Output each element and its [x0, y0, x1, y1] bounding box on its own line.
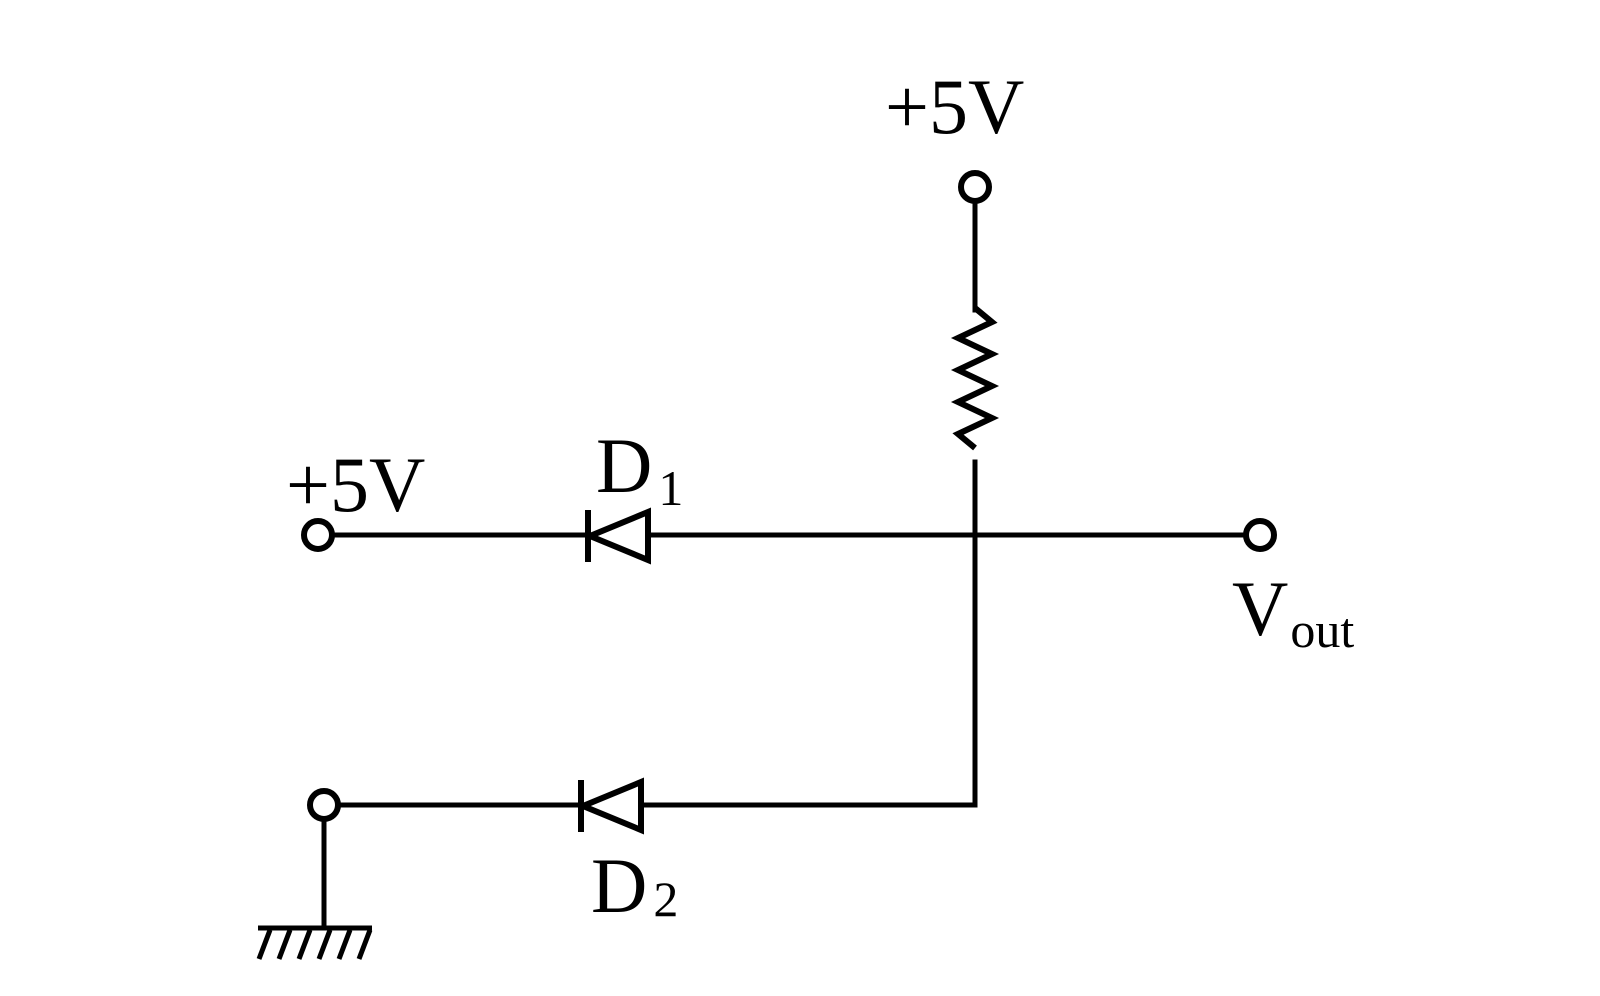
diode-d2-icon [575, 777, 644, 835]
left-supply-label: +5V [286, 441, 425, 528]
output-letter: V [1232, 565, 1288, 652]
left-supply-terminal [301, 518, 335, 552]
top-supply-terminal [958, 170, 992, 204]
diode-d1-subscript: 1 [658, 460, 683, 516]
diode-d1-label: D 1 [596, 422, 683, 516]
output-label: V out [1232, 565, 1354, 658]
top-supply-label: +5V [885, 63, 1024, 150]
output-subscript: out [1290, 602, 1354, 658]
diode-d2-letter: D [591, 842, 647, 929]
ground-icon [256, 925, 373, 960]
ground-terminal [307, 788, 341, 822]
output-terminal [1243, 518, 1277, 552]
diode-d2-label: D 2 [591, 842, 678, 929]
diode-d1-icon [582, 507, 651, 565]
diode-d2-subscript: 2 [653, 871, 678, 927]
diode-d1-letter: D [596, 422, 652, 509]
resistor-icon [950, 305, 1000, 451]
